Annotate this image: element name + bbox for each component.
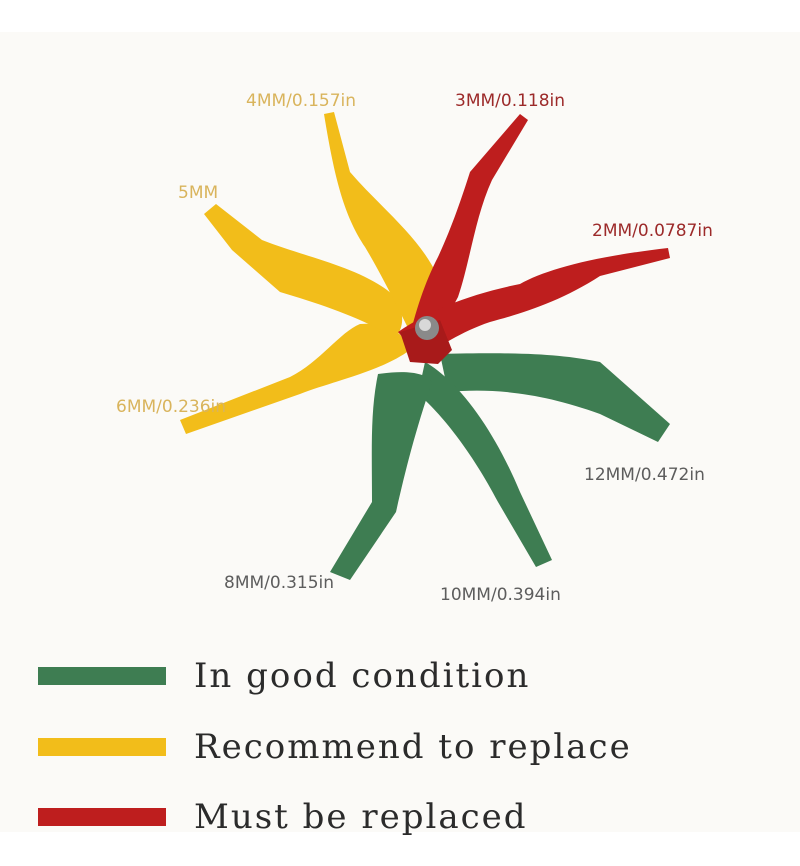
legend-swatch-red: [38, 808, 166, 826]
legend-swatch-yellow: [38, 738, 166, 756]
blade-12mm: [440, 353, 670, 442]
label-8mm: 8MM/0.315in: [224, 573, 334, 593]
label-6mm: 6MM/0.236in: [116, 397, 226, 417]
brake-gauge-illustration: 4MM/0.157in 3MM/0.118in 5MM 2MM/0.0787in…: [116, 91, 713, 605]
legend-item-good: In good condition: [38, 656, 530, 696]
legend-text-good: In good condition: [194, 656, 531, 696]
legend-item-recommend: Recommend to replace: [38, 727, 632, 767]
blade-3mm: [408, 114, 528, 344]
blade-8mm: [330, 372, 432, 580]
label-5mm: 5MM: [178, 183, 218, 203]
label-10mm: 10MM/0.394in: [440, 585, 561, 605]
label-3mm: 3MM/0.118in: [455, 91, 565, 111]
pivot-plate: [400, 320, 452, 364]
label-12mm: 12MM/0.472in: [584, 465, 705, 485]
blade-10mm: [418, 362, 552, 567]
label-4mm: 4MM/0.157in: [246, 91, 356, 111]
legend-item-replace: Must be replaced: [38, 797, 528, 837]
pivot-rivet-highlight: [419, 319, 431, 331]
blade-5mm: [204, 204, 403, 338]
legend-text-recommend: Recommend to replace: [194, 727, 632, 767]
legend-swatch-green: [38, 667, 166, 685]
blade-6mm: [180, 323, 410, 434]
legend-text-replace: Must be replaced: [194, 797, 528, 837]
blade-2mm: [398, 248, 670, 357]
photo-area: 4MM/0.157in 3MM/0.118in 5MM 2MM/0.0787in…: [0, 32, 800, 832]
blade-4mm: [324, 112, 439, 332]
label-2mm: 2MM/0.0787in: [592, 221, 713, 241]
